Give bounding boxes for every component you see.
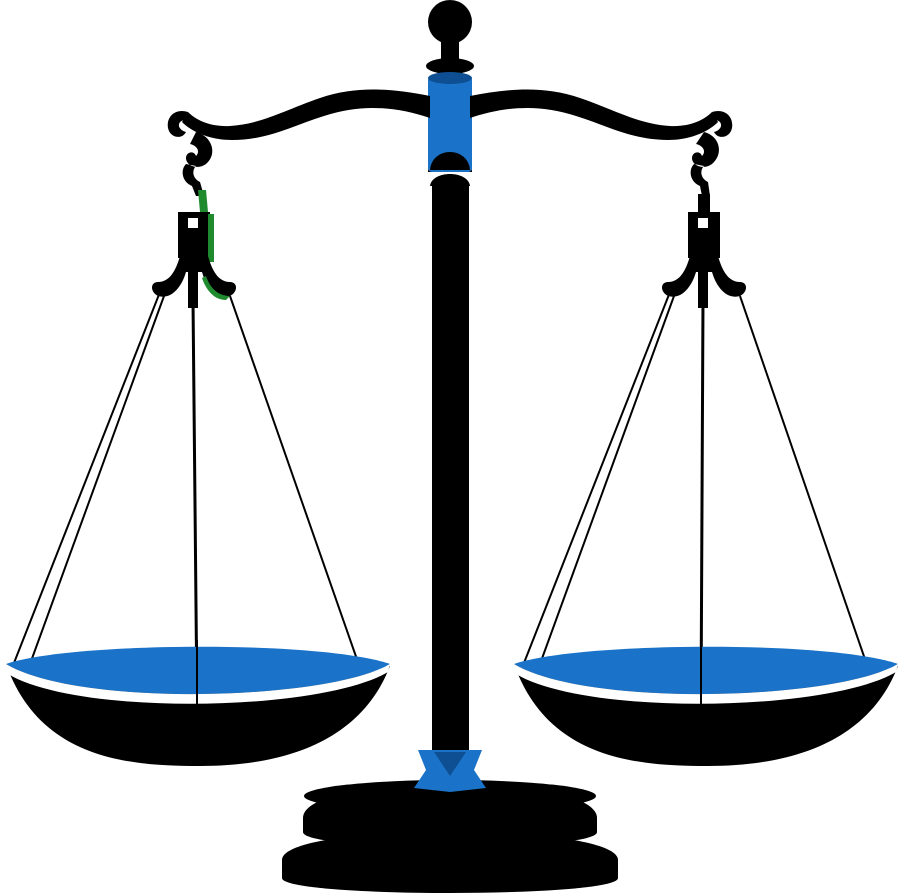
left-pan-rim bbox=[6, 664, 390, 704]
beam-right-arm bbox=[470, 89, 718, 140]
beam-left-arm bbox=[182, 89, 430, 140]
central-column bbox=[414, 155, 486, 792]
finial-collar bbox=[426, 58, 474, 74]
right-pan bbox=[514, 640, 898, 766]
right-pan-surface bbox=[514, 646, 898, 695]
column-foot-detail bbox=[434, 752, 466, 776]
top-blue-collar-base bbox=[430, 152, 470, 170]
balance-beam bbox=[167, 89, 733, 140]
finial-ball bbox=[428, 0, 472, 44]
scale-base bbox=[282, 780, 618, 893]
left-string-outer-a bbox=[11, 291, 161, 669]
left-hanger bbox=[152, 132, 236, 308]
left-hanger-curls bbox=[152, 256, 236, 297]
column-top bbox=[426, 0, 474, 172]
column-shaft bbox=[432, 185, 469, 765]
left-hanger-green-trim bbox=[208, 214, 214, 262]
beam-right-scroll bbox=[712, 110, 733, 137]
finial-neck bbox=[441, 38, 459, 62]
left-pan-strings bbox=[11, 291, 361, 709]
beam-left-scroll bbox=[167, 110, 188, 137]
right-hanger-curls bbox=[662, 256, 746, 297]
right-hanger-neck bbox=[698, 194, 710, 214]
left-s-hook bbox=[182, 132, 213, 196]
column-capital bbox=[430, 174, 470, 186]
base-lower-tier bbox=[282, 831, 618, 893]
right-pan-rim bbox=[514, 664, 898, 704]
left-hanger-stem bbox=[188, 272, 198, 308]
right-string-outer-b bbox=[539, 295, 675, 665]
left-hanger-green-curl bbox=[202, 276, 230, 300]
right-hanger-window bbox=[698, 218, 708, 228]
right-string-inner bbox=[739, 295, 869, 669]
left-hanger-window bbox=[188, 218, 198, 228]
top-blue-collar-cap bbox=[428, 72, 472, 84]
left-pan bbox=[6, 640, 390, 766]
right-s-hook bbox=[690, 132, 719, 196]
right-string-outer-a bbox=[521, 291, 671, 669]
base-top-rim bbox=[304, 780, 596, 812]
right-hanger-stem bbox=[698, 272, 708, 308]
left-string-outer-b bbox=[29, 295, 165, 665]
right-hanger bbox=[662, 132, 746, 308]
left-hook-green-accent bbox=[198, 190, 208, 212]
right-pan-strings bbox=[521, 291, 869, 709]
top-blue-collar bbox=[428, 76, 472, 172]
left-string-inner bbox=[229, 295, 361, 669]
